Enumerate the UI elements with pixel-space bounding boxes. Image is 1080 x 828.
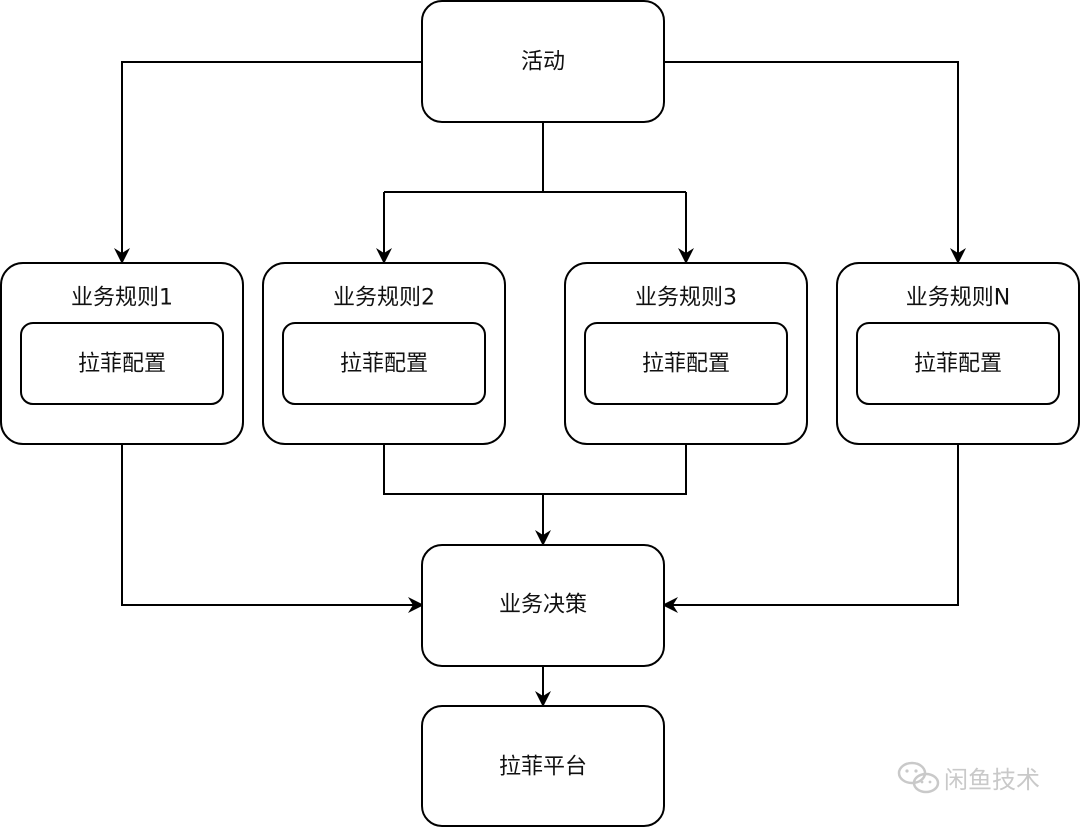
edge-activity-rulen xyxy=(664,61,966,264)
node-rule-2-title: 业务规则2 xyxy=(333,286,435,311)
node-rule-1-title: 业务规则1 xyxy=(71,286,173,311)
node-rule-n: 业务规则N 拉菲配置 xyxy=(836,262,1080,445)
edge-rule1-decision xyxy=(121,444,424,613)
node-rule-n-config-box xyxy=(856,322,1060,405)
node-platform-label: 拉菲平台 xyxy=(499,755,587,780)
node-rule-1-config-box xyxy=(20,322,224,405)
node-rule-3: 业务规则3 拉菲配置 xyxy=(564,262,808,445)
node-rule-3-title: 业务规则3 xyxy=(635,286,737,311)
node-rule-n-title: 业务规则N xyxy=(906,286,1010,311)
node-rule-1-config: 拉菲配置 xyxy=(78,352,166,377)
wechat-icon xyxy=(897,761,940,794)
node-activity: 活动 xyxy=(421,0,665,123)
node-decision-label: 业务决策 xyxy=(499,593,587,618)
node-decision: 业务决策 xyxy=(421,544,665,667)
connectors xyxy=(114,61,966,707)
node-rule-3-config: 拉菲配置 xyxy=(642,352,730,377)
node-rule-2-config: 拉菲配置 xyxy=(340,352,428,377)
node-platform: 拉菲平台 xyxy=(421,705,665,827)
watermark: 闲鱼技术 xyxy=(897,761,1040,794)
edge-rulen-decision xyxy=(662,444,959,613)
edge-rule2-merge xyxy=(383,444,687,495)
node-activity-label: 活动 xyxy=(521,50,565,75)
node-rule-1: 业务规则1 拉菲配置 xyxy=(0,262,244,445)
node-rule-3-config-box xyxy=(584,322,788,405)
node-rule-n-config: 拉菲配置 xyxy=(914,352,1002,377)
node-rule-2: 业务规则2 拉菲配置 xyxy=(262,262,506,445)
edge-activity-rule1 xyxy=(114,61,422,264)
watermark-text: 闲鱼技术 xyxy=(944,766,1040,794)
node-rule-2-config-box xyxy=(282,322,486,405)
